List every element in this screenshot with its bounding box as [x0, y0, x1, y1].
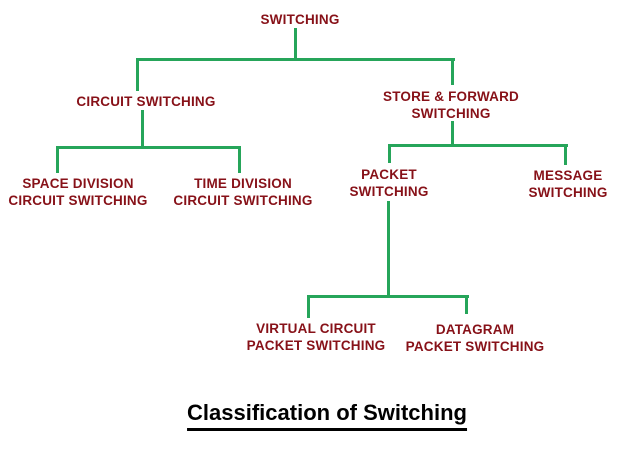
- connector-to-store-forward: [451, 58, 454, 85]
- connector-store-forward-children-horizontal: [388, 144, 568, 147]
- node-time-division-circuit-switching: TIME DIVISION CIRCUIT SWITCHING: [173, 176, 313, 208]
- connector-packet-drop: [387, 201, 390, 297]
- node-packet-switching: PACKET SWITCHING: [349, 167, 429, 199]
- node-message-switching: MESSAGE SWITCHING: [528, 168, 608, 200]
- connector-circuit-children-horizontal: [56, 146, 241, 149]
- diagram-caption: Classification of Switching: [187, 401, 467, 431]
- node-space-division-circuit-switching: SPACE DIVISION CIRCUIT SWITCHING: [8, 176, 148, 208]
- node-virtual-circuit-packet-switching: VIRTUAL CIRCUIT PACKET SWITCHING: [246, 321, 386, 353]
- connector-to-virtual-circuit: [307, 295, 310, 318]
- connector-to-datagram: [465, 295, 468, 314]
- node-circuit-switching: CIRCUIT SWITCHING: [76, 94, 216, 109]
- connector-level1-horizontal: [136, 58, 455, 61]
- connector-to-circuit-switching: [136, 58, 139, 91]
- node-store-forward-switching: STORE & FORWARD SWITCHING: [382, 89, 520, 121]
- connector-to-time-division: [238, 146, 241, 173]
- connector-to-space-division: [56, 146, 59, 173]
- node-switching: SWITCHING: [260, 12, 340, 27]
- node-datagram-packet-switching: DATAGRAM PACKET SWITCHING: [405, 322, 545, 354]
- connector-store-forward-drop: [451, 121, 454, 146]
- connector-to-packet-switching: [388, 144, 391, 163]
- connector-circuit-drop: [141, 110, 144, 148]
- connector-root-drop: [294, 28, 297, 61]
- connector-to-message-switching: [564, 144, 567, 165]
- connector-packet-children-horizontal: [307, 295, 469, 298]
